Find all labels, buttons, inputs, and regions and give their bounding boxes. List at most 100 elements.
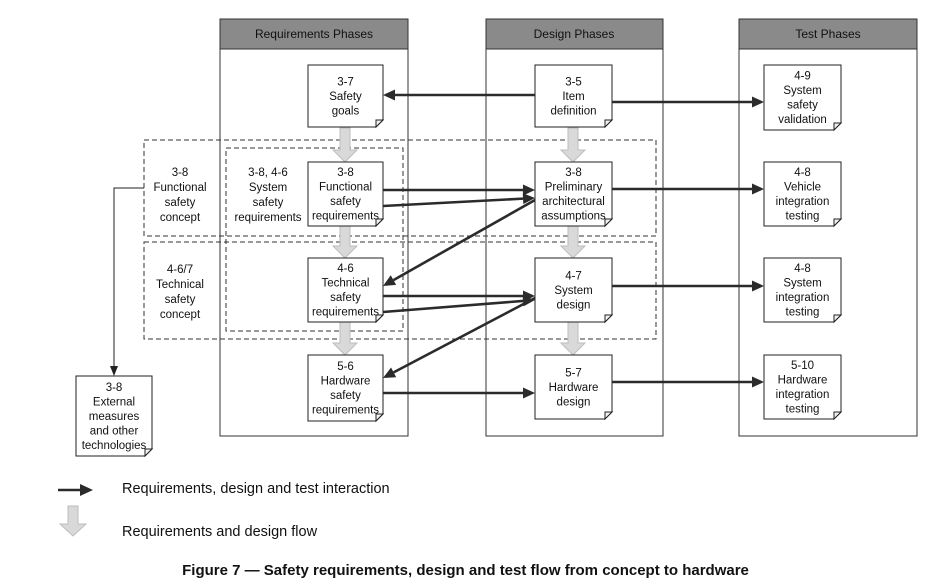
legend-flow-symbol xyxy=(58,505,88,537)
column-title-requirements: Requirements Phases xyxy=(255,27,373,41)
flow-arrow-tsr-to-hsr xyxy=(331,321,359,356)
column-header-requirements xyxy=(219,18,409,50)
node-text: Technical xyxy=(322,278,370,290)
node-text: 4-9 xyxy=(794,71,811,83)
svg-text:requirements: requirements xyxy=(234,212,301,224)
node-text: validation xyxy=(778,114,827,126)
node-text: 3-8 xyxy=(565,167,582,179)
arrow-hd-to-hit xyxy=(612,376,764,388)
label-technical-safety-concept: 4-6/7 Technical safety concept xyxy=(156,264,204,321)
node-text: 4-7 xyxy=(565,270,582,282)
node-text: Preliminary xyxy=(545,182,603,194)
node-text: measures xyxy=(89,411,140,423)
node-text: Functional xyxy=(319,182,372,194)
node-text: 4-8 xyxy=(794,263,811,275)
arrow-hsr-to-hd xyxy=(383,387,535,399)
node-text: requirements xyxy=(312,211,379,223)
column-header-design xyxy=(485,18,664,50)
node-text: Hardware xyxy=(778,375,828,387)
svg-text:safety: safety xyxy=(165,197,196,209)
column-title-design: Design Phases xyxy=(534,27,615,41)
arrow-sd-to-hsr xyxy=(383,296,536,378)
svg-text:safety: safety xyxy=(253,197,284,209)
node-text: Vehicle xyxy=(784,182,821,194)
node-text: requirements xyxy=(312,405,379,417)
node-text: testing xyxy=(786,404,820,416)
node-text: System xyxy=(554,285,592,297)
node-text: 5-7 xyxy=(565,367,582,379)
flow-arrow-sd-to-hd xyxy=(559,321,587,356)
node-text: 5-6 xyxy=(337,361,354,373)
arrow-item-to-safety-goals xyxy=(383,89,535,101)
external-measures-connector-head xyxy=(110,366,118,376)
node-text: 5-10 xyxy=(791,360,814,372)
label-system-safety-requirements: 3-8, 4-6 System safety requirements xyxy=(234,167,301,224)
external-measures-connector xyxy=(113,187,144,370)
svg-text:safety: safety xyxy=(165,294,196,306)
node-text: integration xyxy=(776,292,830,304)
svg-text:concept: concept xyxy=(160,212,201,224)
node-text: 4-6 xyxy=(337,263,354,275)
svg-text:4-6/7: 4-6/7 xyxy=(167,264,193,276)
node-text: safety xyxy=(330,196,361,208)
interaction-arrows xyxy=(382,89,764,399)
node-text: safety xyxy=(330,292,361,304)
svg-text:concept: concept xyxy=(160,309,201,321)
node-text: 3-8 xyxy=(106,382,123,394)
arrow-paa-to-tsr xyxy=(383,198,536,286)
node-text: safety xyxy=(787,100,818,112)
flow-arrow-paa-to-sd xyxy=(559,225,587,259)
node-text: integration xyxy=(776,389,830,401)
label-functional-safety-concept: 3-8 Functional safety concept xyxy=(153,167,206,224)
technical-safety-concept-region xyxy=(143,241,657,340)
flow-arrow-fsr-to-tsr xyxy=(331,225,359,259)
node-text: integration xyxy=(776,196,830,208)
node-text: design xyxy=(557,299,591,311)
column-header-test xyxy=(738,18,918,50)
node-text: Safety xyxy=(329,91,362,103)
svg-text:3-8, 4-6: 3-8, 4-6 xyxy=(248,167,288,179)
svg-text:3-8: 3-8 xyxy=(172,167,189,179)
legend-interaction-label: Requirements, design and test interactio… xyxy=(122,481,390,497)
node-text: architectural xyxy=(542,196,605,208)
node-text: assumptions xyxy=(541,211,606,223)
svg-text:Technical: Technical xyxy=(156,279,204,291)
system-safety-requirements-region xyxy=(225,147,404,332)
flow-arrow-item-to-paa xyxy=(559,127,587,163)
node-text: design xyxy=(557,396,591,408)
node-text: System xyxy=(783,85,821,97)
flow-arrows xyxy=(331,127,587,356)
arrow-fsr-to-paa-lower xyxy=(382,193,535,208)
node-text: Item xyxy=(562,91,584,103)
svg-text:Functional: Functional xyxy=(153,182,206,194)
column-title-test: Test Phases xyxy=(795,27,860,41)
node-text: External xyxy=(93,396,135,408)
node-text: 3-5 xyxy=(565,76,582,88)
node-text: Hardware xyxy=(549,382,599,394)
flow-arrow-safety-goals-to-fsr xyxy=(331,127,359,163)
legend-flow-label: Requirements and design flow xyxy=(122,524,318,540)
legend-interaction-symbol xyxy=(58,484,93,496)
node-layer: 3-7Safetygoals3-5Itemdefinition4-9System… xyxy=(75,64,843,458)
node-text: requirements xyxy=(312,307,379,319)
node-text: technologies xyxy=(82,440,147,452)
node-text: testing xyxy=(786,211,820,223)
arrow-paa-to-vehicle xyxy=(612,183,764,195)
arrow-sd-to-sit xyxy=(612,280,764,292)
node-text: 3-7 xyxy=(337,76,354,88)
node-text: safety xyxy=(330,390,361,402)
node-text: testing xyxy=(786,307,820,319)
